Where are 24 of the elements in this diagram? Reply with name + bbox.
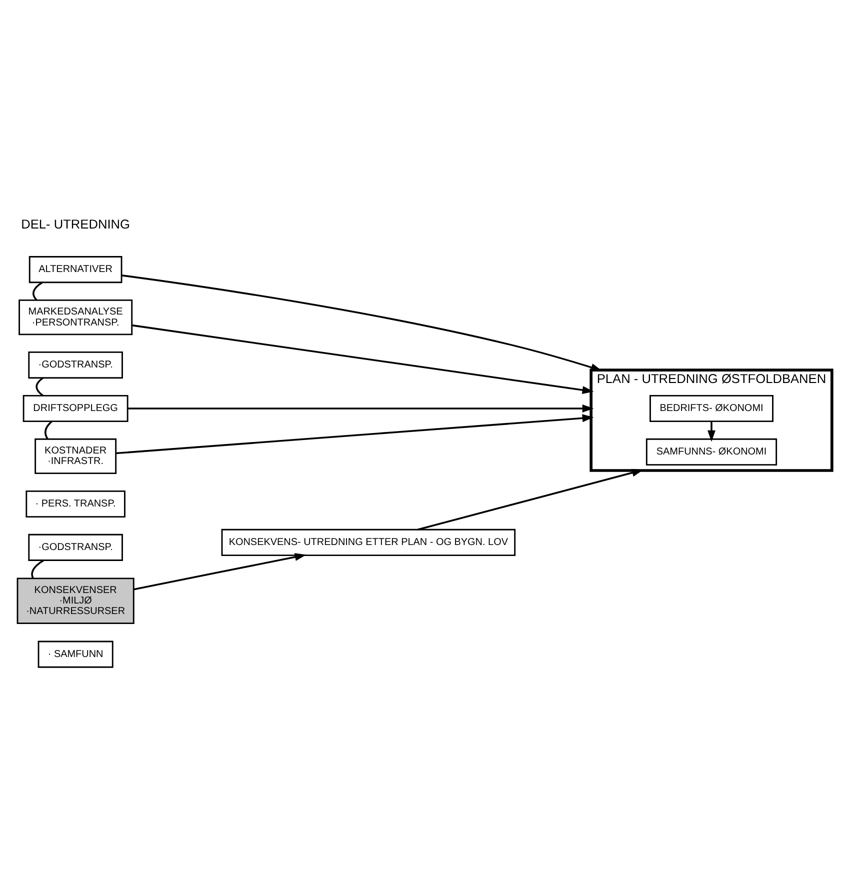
node-box: DRIFTSOPPLEGG xyxy=(22,394,128,422)
arrow xyxy=(116,414,594,454)
connector xyxy=(44,420,52,440)
node-box: MARKEDSANALYSE ·PERSONTRANSP. xyxy=(18,299,133,336)
node-box: ALTERNATIVER xyxy=(28,256,122,284)
label: DEL- UTREDNING xyxy=(21,216,130,232)
arrow xyxy=(134,553,306,590)
arrow xyxy=(121,274,602,372)
connector xyxy=(31,560,44,579)
arrow xyxy=(132,324,594,394)
node-box: KONSEKVENS- UTREDNING ETTER PLAN - OG BYGN. LOV xyxy=(221,528,516,556)
node-box: · SAMFUNN xyxy=(38,640,114,668)
connector xyxy=(32,282,43,301)
node-box: ·GODSTRANSP. xyxy=(28,534,123,561)
node-box: ·GODSTRANSP. xyxy=(28,352,123,379)
node-box: KONSEKVENSER ·MILJØ ·NATURRESSURSER xyxy=(16,578,134,624)
node-box: · PERS. TRANSP. xyxy=(26,490,126,518)
arrow xyxy=(708,421,716,442)
arrow xyxy=(417,468,644,530)
node-box: KOSTNADER ·INFRASTR. xyxy=(34,438,117,474)
connector xyxy=(36,377,44,396)
node-box: BEDRIFTS- ØKONOMI xyxy=(650,394,774,422)
arrow xyxy=(128,404,594,412)
node-box: SAMFUNNS- ØKONOMI xyxy=(646,438,778,466)
